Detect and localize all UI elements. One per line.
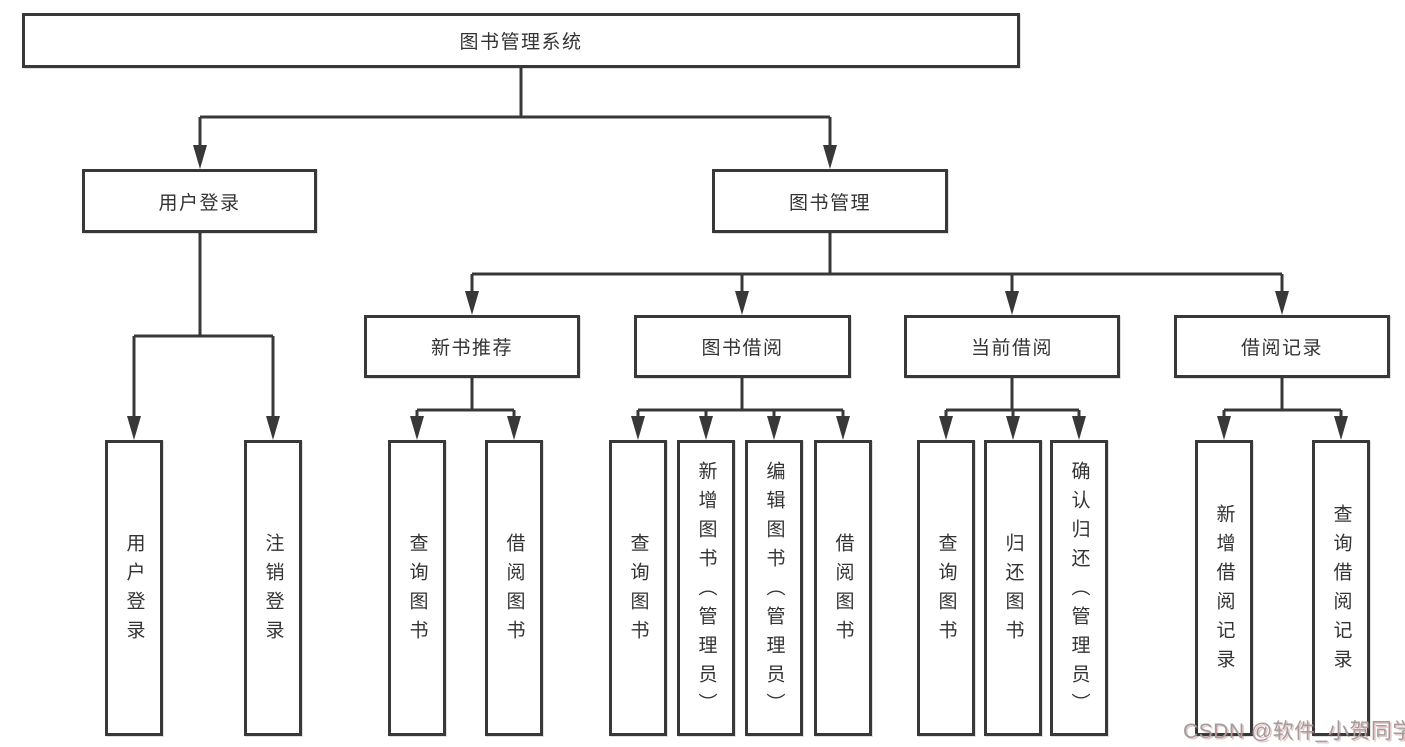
leaf-query-book-3: 查询图书	[917, 440, 975, 736]
leaf-edit-book-admin: 编辑图书（管理员）	[745, 440, 803, 736]
leaf-add-book-admin: 新增图书（管理员）	[677, 440, 735, 736]
csdn-watermark: CSDN @软件_小贺同学	[1183, 720, 1405, 743]
leaf-confirm-return-admin: 确认归还（管理员）	[1050, 440, 1108, 736]
node-user-login: 用户登录	[82, 169, 317, 233]
node-root-system: 图书管理系统	[22, 13, 1020, 68]
leaf-borrow-book-1: 借阅图书	[485, 440, 543, 736]
node-borrow-records: 借阅记录	[1174, 315, 1390, 378]
leaf-query-borrow-record: 查询借阅记录	[1312, 440, 1370, 736]
leaf-logout: 注销登录	[244, 440, 302, 736]
node-new-book-recommend: 新书推荐	[364, 315, 580, 378]
leaf-return-book: 归还图书	[984, 440, 1042, 736]
leaf-borrow-book-2: 借阅图书	[814, 440, 872, 736]
leaf-query-book-2: 查询图书	[609, 440, 667, 736]
leaf-query-book-1: 查询图书	[388, 440, 446, 736]
leaf-user-login: 用户登录	[105, 440, 163, 736]
node-book-management: 图书管理	[712, 169, 948, 233]
leaf-add-borrow-record: 新增借阅记录	[1195, 440, 1253, 736]
node-current-borrow: 当前借阅	[904, 315, 1120, 378]
node-book-borrow: 图书借阅	[634, 315, 851, 378]
